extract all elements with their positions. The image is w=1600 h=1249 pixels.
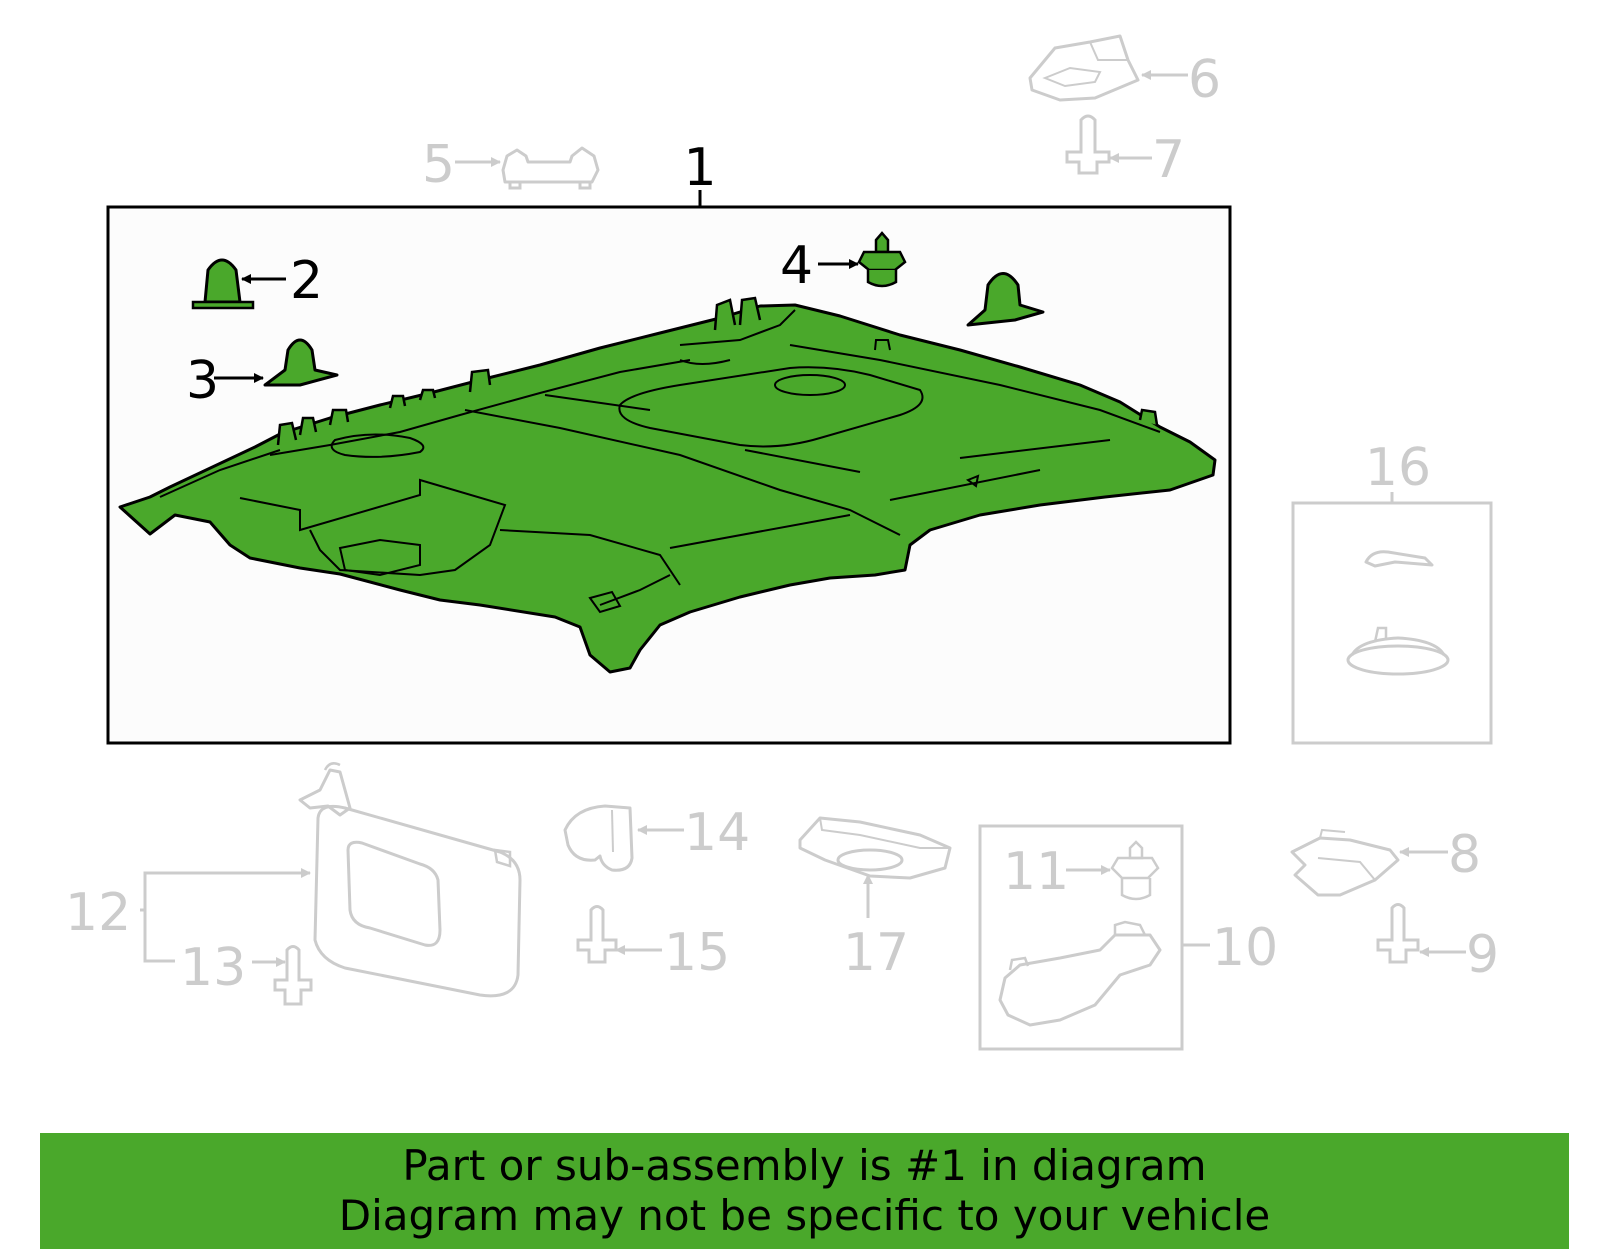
callout-14[interactable]: 14 [684,803,750,863]
housing-part-6[interactable] [1028,34,1140,102]
callout-4[interactable]: 4 [780,236,813,296]
lamp-part-17[interactable] [798,816,952,880]
callout-10[interactable]: 10 [1212,918,1278,978]
screw-part-13[interactable] [273,945,313,1006]
screw-part-15[interactable] [576,905,618,964]
callout-2[interactable]: 2 [290,251,323,311]
callout-3[interactable]: 3 [186,351,219,411]
grab-handle-part-10[interactable] [998,920,1162,1027]
callout-6[interactable]: 6 [1188,50,1221,110]
banner-line-1: Part or sub-assembly is #1 in diagram [402,1141,1207,1190]
callout-12[interactable]: 12 [65,883,131,943]
callout-12-leader-lower [143,910,175,963]
clip-part-3[interactable] [263,338,339,387]
callout-16[interactable]: 16 [1365,438,1431,498]
screw-part-9[interactable] [1376,903,1420,964]
sun-visor-part-12[interactable] [298,762,522,998]
callout-1[interactable]: 1 [683,138,716,198]
kit-parts-16[interactable] [1346,550,1450,676]
callout-5[interactable]: 5 [422,135,455,195]
screw-part-7[interactable] [1065,114,1111,175]
callout-15[interactable]: 15 [664,923,730,983]
push-pin-part-4[interactable] [857,231,907,288]
clip-part-2[interactable] [191,258,255,310]
bracket-part-14[interactable] [563,804,634,872]
callout-17[interactable]: 17 [843,923,909,983]
bracket-part-8[interactable] [1290,828,1400,897]
callout-12-leader [140,868,311,912]
kit-box-16 [1291,501,1493,745]
callout-9[interactable]: 9 [1466,925,1499,985]
callout-7[interactable]: 7 [1152,130,1185,190]
headliner-part[interactable] [118,296,1217,674]
clip-part-extra[interactable] [966,272,1045,327]
kit-box-10 [978,824,1184,1051]
callout-11[interactable]: 11 [1003,842,1069,902]
callout-8[interactable]: 8 [1448,825,1481,885]
bracket-part-5[interactable] [501,146,600,190]
push-pin-part-11[interactable] [1110,840,1160,901]
banner-line-2: Diagram may not be specific to your vehi… [338,1191,1271,1240]
info-banner: Part or sub-assembly is #1 in diagram Di… [40,1133,1569,1249]
callout-13[interactable]: 13 [180,938,246,998]
